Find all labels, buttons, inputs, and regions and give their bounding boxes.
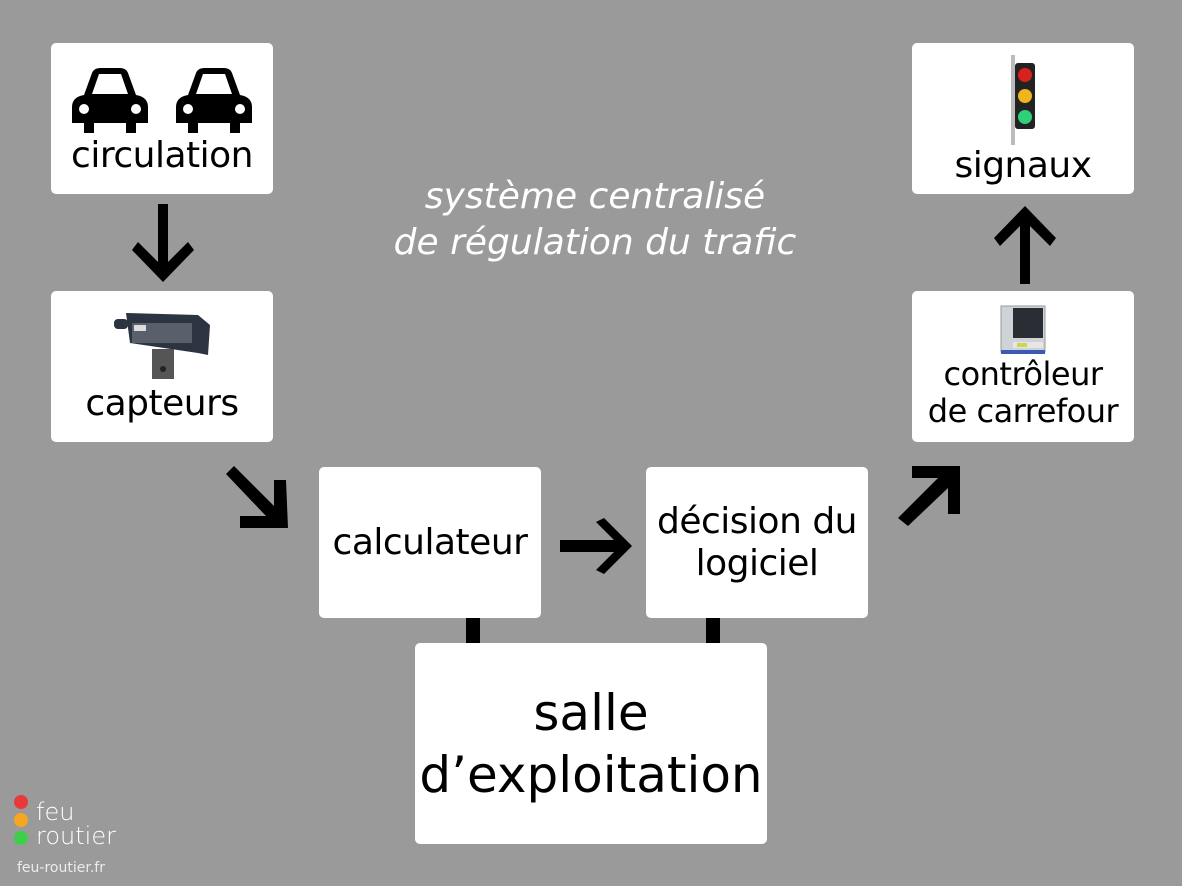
logo-text-routier: routier — [36, 822, 116, 850]
label-controleur-line-1: contrôleur — [943, 354, 1103, 393]
logo-url: feu-routier.fr — [17, 860, 105, 876]
arrow-up-right-icon — [898, 466, 960, 526]
node-controleur: contrôleur de carrefour — [912, 291, 1134, 442]
node-circulation: circulation — [51, 43, 273, 194]
connector-decision-salle — [706, 618, 720, 644]
node-signaux: signaux — [912, 43, 1134, 194]
label-capteurs: capteurs — [85, 382, 239, 424]
logo-text-feu: feu — [36, 798, 74, 826]
title-line-1: système centralisé — [424, 176, 766, 217]
node-salle-exploitation: salle d’exploitation — [415, 643, 767, 844]
car-icon — [72, 67, 148, 133]
logo-traffic-dots-icon: feu routier — [14, 795, 116, 850]
label-circulation: circulation — [71, 134, 253, 176]
feu-routier-logo: feu routier feu-routier.fr — [12, 792, 122, 876]
node-calculateur: calculateur — [319, 467, 541, 618]
cars-icons — [70, 65, 254, 135]
arrow-up-icon — [994, 206, 1056, 284]
sensor-camera-icon — [114, 312, 210, 379]
diagram-title: système centralisé de régulation du traf… — [360, 174, 830, 266]
traffic-light-icon — [1011, 54, 1035, 145]
title-line-2: de régulation du trafic — [393, 222, 797, 263]
label-decision-line-2: logiciel — [695, 542, 819, 584]
arrow-down-right-icon — [226, 466, 288, 528]
node-capteurs: capteurs — [51, 291, 273, 442]
controller-cabinet-icon — [1000, 305, 1046, 354]
car-icon — [176, 67, 252, 133]
node-decision: décision du logiciel — [646, 467, 868, 618]
connector-calculateur-salle — [466, 618, 480, 644]
label-salle-line-1: salle — [533, 683, 649, 742]
arrow-down-icon — [132, 204, 194, 282]
label-calculateur: calculateur — [332, 521, 528, 563]
label-signaux: signaux — [954, 144, 1092, 186]
label-salle-line-2: d’exploitation — [419, 745, 763, 804]
label-controleur-line-2: de carrefour — [927, 391, 1119, 430]
label-decision-line-1: décision du — [656, 501, 858, 543]
arrow-right-icon — [560, 518, 632, 574]
